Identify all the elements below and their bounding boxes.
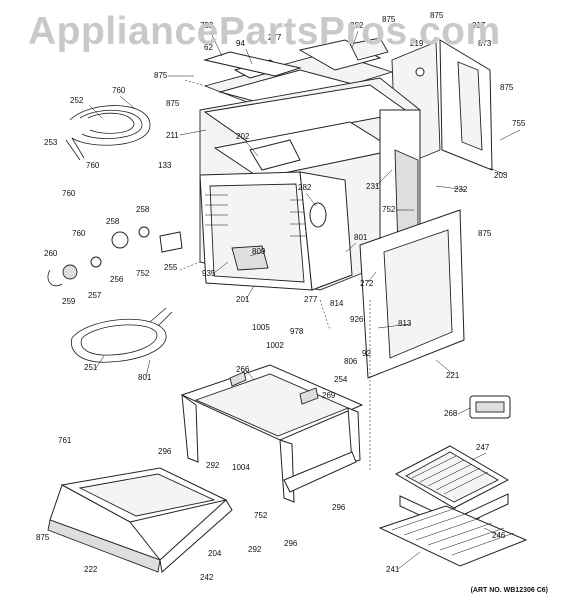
callout-926: 926 — [350, 315, 364, 324]
callout-875-right-top: 875 — [500, 83, 514, 92]
art-number: (ART NO. WB12306 C6) — [470, 587, 548, 594]
callout-268: 268 — [444, 409, 458, 418]
callout-221: 221 — [446, 371, 460, 380]
callout-875-left: 875 — [154, 71, 168, 80]
callout-labels: 752 94 277 282 875 875 219 217 875 873 6… — [36, 11, 526, 582]
callout-978: 978 — [290, 327, 304, 336]
callout-752-left: 752 — [136, 269, 150, 278]
callout-203: 203 — [494, 171, 508, 180]
right-side-panel — [359, 209, 465, 379]
callout-760-b: 760 — [86, 161, 100, 170]
callout-752-mid: 752 — [382, 205, 396, 214]
callout-806: 806 — [344, 357, 358, 366]
callout-266: 266 — [236, 365, 250, 374]
drawer-support-frame — [180, 364, 364, 503]
leader-lines — [89, 30, 521, 570]
callout-92: 92 — [362, 349, 371, 358]
callout-202: 202 — [236, 132, 250, 141]
callout-231: 231 — [366, 182, 380, 191]
callout-255: 255 — [164, 263, 178, 272]
callout-204: 204 — [208, 549, 222, 558]
callout-260: 260 — [44, 249, 58, 258]
callout-256: 256 — [110, 275, 124, 284]
broil-element — [65, 105, 151, 161]
callout-258-b: 258 — [136, 205, 150, 214]
control-knobs-cluster — [47, 226, 183, 287]
callout-752-top: 752 — [200, 21, 214, 30]
callout-211: 211 — [166, 131, 179, 140]
callout-217: 217 — [472, 21, 486, 30]
callout-755: 755 — [512, 119, 526, 128]
callout-201: 201 — [236, 295, 250, 304]
callout-1005: 1005 — [252, 323, 270, 332]
callout-292-a: 292 — [206, 461, 220, 470]
dashed-references — [179, 79, 371, 470]
callout-296-c: 296 — [284, 539, 298, 548]
callout-251: 251 — [84, 363, 98, 372]
callout-133: 133 — [158, 161, 172, 170]
callout-801-mid: 801 — [354, 233, 368, 242]
callout-875-mid: 875 — [166, 99, 180, 108]
callout-873: 873 — [478, 39, 492, 48]
callout-1002: 1002 — [266, 341, 284, 350]
callout-760-c: 760 — [62, 189, 76, 198]
callout-254: 254 — [334, 375, 348, 384]
callout-219: 219 — [410, 39, 424, 48]
callout-813: 813 — [398, 319, 412, 328]
callout-257: 257 — [88, 291, 102, 300]
callout-875-right: 875 — [478, 229, 492, 238]
callout-277-mid: 277 — [304, 295, 318, 304]
callout-222: 222 — [84, 565, 98, 574]
callout-292-b: 292 — [248, 545, 262, 554]
callout-875-top-a: 875 — [382, 15, 396, 24]
callout-809: 809 — [252, 247, 266, 256]
callout-258-a: 258 — [106, 217, 120, 226]
callout-269: 269 — [322, 391, 336, 400]
callout-761: 761 — [58, 436, 72, 445]
callout-282-top: 282 — [350, 21, 364, 30]
callout-272: 272 — [360, 279, 374, 288]
callout-62: 62 — [204, 43, 213, 52]
callout-760-a: 760 — [112, 86, 126, 95]
callout-1004: 1004 — [232, 463, 250, 472]
callout-94: 94 — [236, 39, 245, 48]
callout-282-mid: 282 — [298, 183, 312, 192]
callout-253: 253 — [44, 138, 58, 147]
callout-242: 242 — [200, 573, 214, 582]
callout-296-b: 296 — [332, 503, 346, 512]
storage-drawer — [47, 467, 233, 573]
callout-277-top: 277 — [268, 33, 282, 42]
callout-241: 241 — [386, 565, 400, 574]
callout-247: 247 — [476, 443, 490, 452]
callout-801-left: 801 — [138, 373, 152, 382]
top-frame-assembly — [203, 37, 394, 111]
callout-752-bottom: 752 — [254, 511, 268, 520]
bake-element — [70, 307, 173, 363]
callout-875-drawer: 875 — [36, 533, 50, 542]
watermark-text: AppliancePartsPros.com — [28, 10, 501, 53]
callout-875-top-b: 875 — [430, 11, 444, 20]
callout-760-d: 760 — [72, 229, 86, 238]
oven-liner — [199, 171, 353, 291]
oven-rack — [378, 505, 528, 567]
callout-814: 814 — [330, 299, 344, 308]
callout-935: 935 — [202, 269, 216, 278]
part-268-icon — [469, 395, 511, 419]
callout-259: 259 — [62, 297, 76, 306]
callout-296-a: 296 — [158, 447, 172, 456]
callout-252: 252 — [70, 96, 84, 105]
